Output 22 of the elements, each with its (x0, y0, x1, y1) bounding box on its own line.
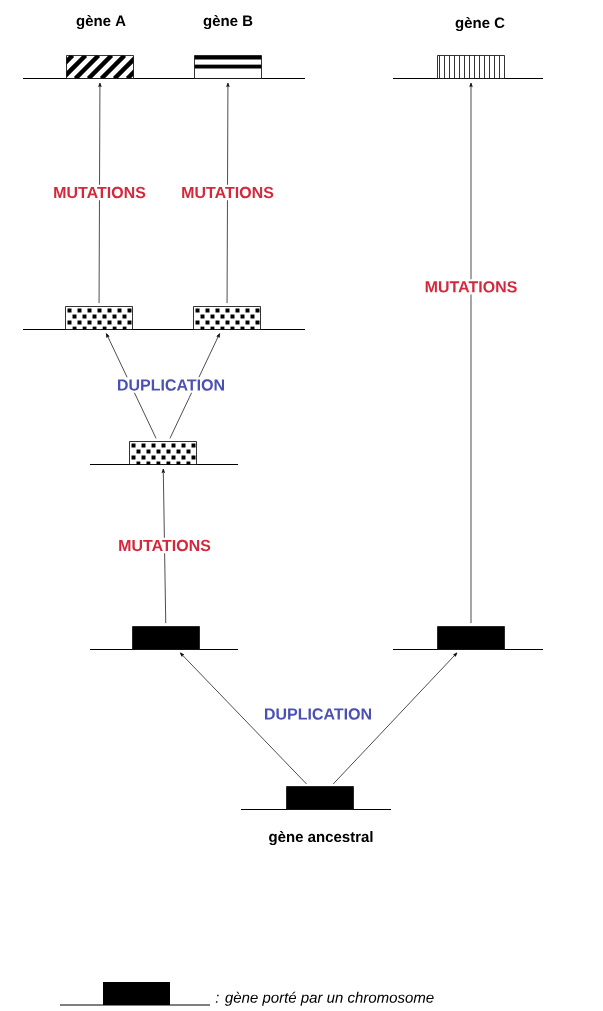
arrow (98, 82, 102, 304)
gene-box (129, 441, 197, 465)
gene-label: gène A (76, 14, 126, 30)
edge-label: MUTATIONS (51, 184, 148, 201)
process-label: DUPLICATION (261, 706, 375, 722)
arrow (226, 82, 230, 304)
process-label: DUPLICATION (114, 377, 228, 393)
gene-label: gène B (203, 14, 253, 30)
gene-box (193, 306, 261, 330)
arrow (332, 652, 458, 785)
edge-label: MUTATIONS (179, 184, 276, 201)
arrow (469, 82, 473, 624)
arrow (161, 468, 167, 624)
gene-box (132, 626, 200, 650)
gene-box (437, 626, 505, 650)
edge-label: MUTATIONS (116, 537, 213, 554)
gene-box (65, 306, 133, 330)
gene-label: gène ancestral (269, 830, 373, 846)
edge-label: MUTATIONS (422, 279, 520, 295)
gene-label: gène C (455, 16, 505, 32)
arrow (179, 652, 307, 785)
legend-text: : gène porté par un chromosome (215, 991, 434, 1006)
